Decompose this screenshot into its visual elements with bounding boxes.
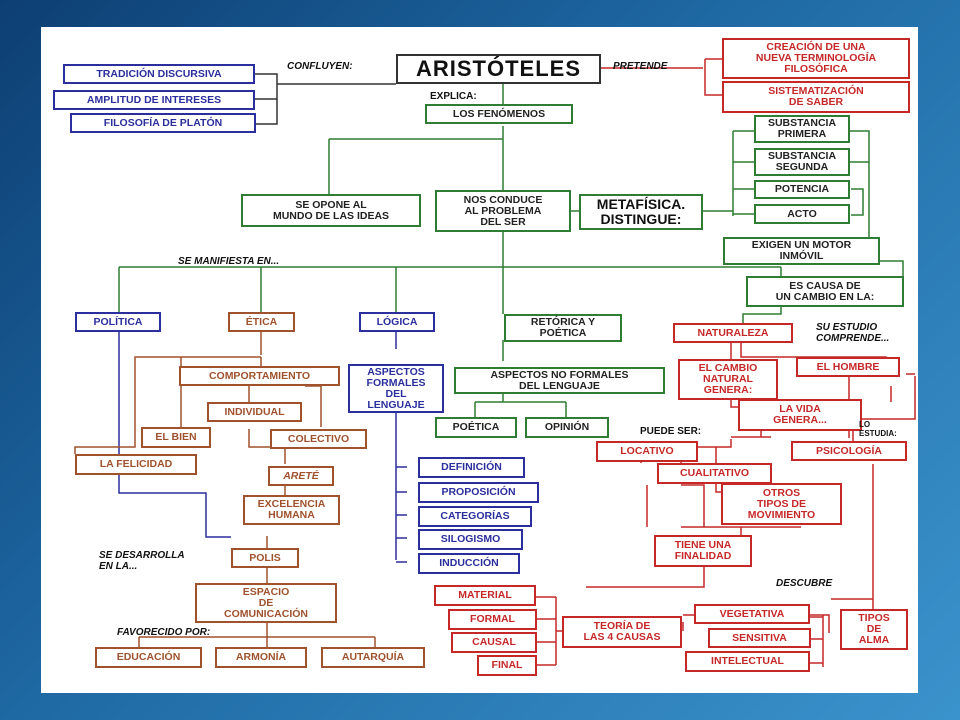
box-substancia-segunda: SUBSTANCIA SEGUNDA [754,148,850,176]
input-platon: FILOSOFÍA DE PLATÓN [70,113,256,133]
pretende-connectors [600,58,723,96]
confluyen-connectors [254,73,396,125]
ethics-felicidad: LA FELICIDAD [75,454,197,475]
branch-politica: POLÍTICA [75,312,161,332]
box-polis: POLIS [231,548,299,568]
label-desarrolla: SE DESARROLLA EN LA... [99,550,185,572]
branch-retorica: RETÓRICA Y POÉTICA [504,314,622,342]
label-confluyen: CONFLUYEN: [287,61,353,72]
logic-categorias: CATEGORÍAS [418,506,532,527]
box-opinion: OPINIÓN [525,417,609,438]
box-opone: SE OPONE AL MUNDO DE LAS IDEAS [241,194,421,227]
ethics-individual: INDIVIDUAL [207,402,302,422]
causa-formal: FORMAL [448,609,537,630]
ethics-excelencia: EXCELENCIA HUMANA [243,495,340,525]
box-poetica: POÉTICA [435,417,517,438]
box-formales: ASPECTOS FORMALES DEL LENGUAJE [348,364,444,413]
nature-tipos-alma: TIPOS DE ALMA [840,609,908,650]
box-substancia-primera: SUBSTANCIA PRIMERA [754,115,850,143]
logic-induccion: INDUCCIÓN [418,553,520,574]
label-estudio: SU ESTUDIO COMPRENDE... [816,322,890,344]
nature-otros: OTROS TIPOS DE MOVIMIENTO [721,483,842,525]
logic-proposicion: PROPOSICIÓN [418,482,539,503]
box-conduce: NOS CONDUCE AL PROBLEMA DEL SER [435,190,571,232]
logic-silogismo: SILOGISMO [418,529,523,550]
label-manifiesta: SE MANIFIESTA EN... [178,256,280,267]
nature-locativo: LOCATIVO [596,441,698,462]
nature-teoria: TEORÍA DE LAS 4 CAUSAS [562,616,682,648]
fav-armonia: ARMONÍA [215,647,307,668]
alma-intelectual: INTELECTUAL [685,651,810,672]
input-amplitud: AMPLITUD DE INTERESES [53,90,255,110]
box-metafisica: METAFÍSICA. DISTINGUE: [579,194,703,230]
nature-psicologia: PSICOLOGÍA [791,441,907,461]
fav-autarquia: AUTARQUÍA [321,647,425,668]
ethics-colectivo: COLECTIVO [270,429,367,449]
main-tree-connectors [118,82,904,417]
nature-naturaleza: NATURALEZA [673,323,793,343]
alma-sensitiva: SENSITIVA [708,628,811,648]
label-puede: PUEDE SER: [640,426,702,437]
causa-final: FINAL [477,655,537,676]
label-explica: EXPLICA: [430,91,477,102]
box-no-formales: ASPECTOS NO FORMALES DEL LENGUAJE [454,367,665,394]
label-lo-estudia: LO ESTUDIA: [859,420,897,438]
nature-cambio: EL CAMBIO NATURAL GENERA: [678,359,778,400]
ethics-comportamiento: COMPORTAMIENTO [179,366,340,386]
root-aristoteles: ARISTÓTELES [396,54,601,84]
nature-cualitativo: CUALITATIVO [657,463,772,484]
box-potencia: POTENCIA [754,180,850,199]
label-pretende: PRETENDE [613,61,668,72]
logic-definicion: DEFINICIÓN [418,457,525,478]
input-tradicion: TRADICIÓN DISCURSIVA [63,64,255,84]
nature-vida: LA VIDA GENERA... [738,399,862,431]
slide-canvas: ARISTÓTELES TRADICIÓN DISCURSIVA AMPLITU… [41,27,918,693]
box-causa: ES CAUSA DE UN CAMBIO EN LA: [746,276,904,307]
branch-logica: LÓGICA [359,312,435,332]
box-espacio: ESPACIO DE COMUNICACIÓN [195,583,337,623]
branch-etica: ÉTICA [228,312,295,332]
ethics-arete: ARETÉ [268,466,334,486]
nature-hombre: EL HOMBRE [796,357,900,377]
nature-finalidad: TIENE UNA FINALIDAD [654,535,752,567]
goal-sistematizacion: SISTEMATIZACIÓN DE SABER [722,81,910,113]
causa-material: MATERIAL [434,585,536,606]
causa-causal: CAUSAL [451,632,537,653]
box-acto: ACTO [754,204,850,224]
blue-connectors [118,332,407,563]
box-motor: EXIGEN UN MOTOR INMÓVIL [723,237,880,265]
label-favorecido: FAVORECIDO POR: [117,627,211,638]
goal-terminologia: CREACIÓN DE UNA NUEVA TERMINOLOGÍA FILOS… [722,38,910,79]
ethics-bien: EL BIEN [141,427,211,448]
label-descubre: DESCUBRE [776,578,833,589]
box-fenomenos: LOS FENÓMENOS [425,104,573,124]
fav-educacion: EDUCACIÓN [95,647,202,668]
alma-vegetativa: VEGETATIVA [694,604,810,624]
